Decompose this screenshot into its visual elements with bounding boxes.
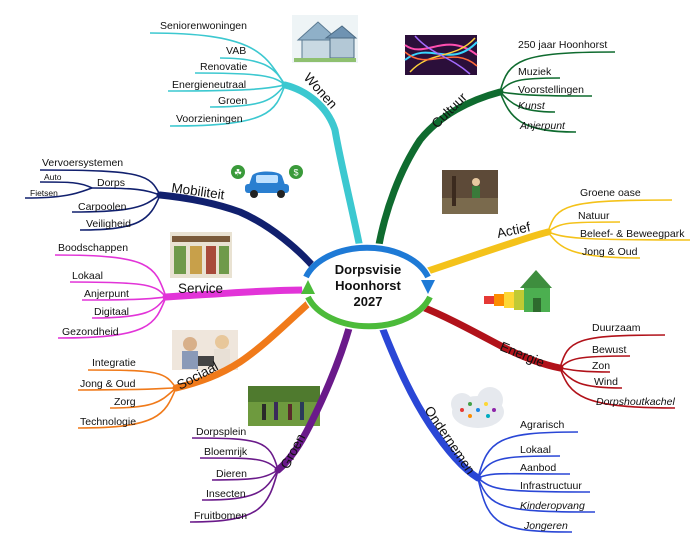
topic-label: Kunst bbox=[518, 100, 546, 112]
branch-title: Energie bbox=[498, 339, 547, 370]
topic-label: Jong & Oud bbox=[80, 378, 136, 390]
topic-label: Insecten bbox=[206, 488, 246, 500]
topic-label: Voorstellingen bbox=[518, 84, 584, 96]
topic-label: Voorzieningen bbox=[176, 113, 243, 125]
branch-energie: Energie Duurzaam Bewust Zon Wind Dorpsho… bbox=[416, 302, 675, 409]
topic-label: Lokaal bbox=[72, 270, 103, 282]
center-title-line2: Hoonhorst bbox=[335, 278, 401, 293]
branch-wonen: Wonen Seniorenwoningen VAB Renovatie Ene… bbox=[149, 20, 364, 252]
topic-label: Kinderopvang bbox=[520, 500, 585, 512]
svg-text:$: $ bbox=[293, 168, 298, 178]
topic-label: Zorg bbox=[114, 396, 136, 408]
forest-walk-photo bbox=[248, 386, 320, 426]
topic-label: Digitaal bbox=[94, 306, 129, 318]
topic-label: VAB bbox=[226, 45, 246, 57]
center-arrow-right bbox=[421, 280, 435, 294]
topic-label: Technologie bbox=[80, 416, 136, 428]
topic-label: Bloemrijk bbox=[204, 446, 248, 458]
topic-label: Dorps bbox=[97, 177, 125, 189]
people-photo bbox=[172, 330, 238, 370]
topic-label: Infrastructuur bbox=[520, 480, 582, 492]
topic-label: Anjerpunt bbox=[519, 120, 566, 132]
topic-label: Renovatie bbox=[200, 61, 247, 73]
topic-label: Groen bbox=[218, 95, 247, 107]
topic-label: Carpoolen bbox=[78, 201, 127, 213]
center-arrow-left bbox=[301, 280, 315, 294]
cloud-people-icon bbox=[451, 387, 504, 428]
topic-label: Natuur bbox=[578, 210, 610, 222]
subtopic-label: Fietsen bbox=[30, 188, 58, 198]
topic-label: Muziek bbox=[518, 66, 552, 78]
branch-actief: Actief Groene oase Natuur Beleef- & Bewe… bbox=[421, 187, 691, 276]
topic-label: Beleef- & Beweegpark bbox=[580, 228, 685, 240]
branch-line bbox=[172, 298, 314, 392]
shop-photo bbox=[170, 232, 232, 278]
topic-label: Dorpsplein bbox=[196, 426, 246, 438]
branch-mobiliteit: Mobiliteit Vervoersystemen Dorps Auto Fi… bbox=[24, 157, 322, 276]
topic-label: Energieneutraal bbox=[172, 79, 246, 91]
branch-line bbox=[156, 191, 322, 276]
branch-line bbox=[421, 228, 552, 276]
topic-label: Duurzaam bbox=[592, 322, 641, 334]
topic-label: Integratie bbox=[92, 357, 136, 369]
center-arc-bottom bbox=[305, 295, 433, 330]
topic-label: 250 jaar Hoonhorst bbox=[518, 39, 607, 51]
topic-label: Fruitbomen bbox=[194, 510, 247, 522]
electric-car-icon: ☘ $ bbox=[231, 165, 303, 198]
branch-title: Cultuur bbox=[429, 89, 471, 131]
branch-line bbox=[374, 88, 504, 254]
branch-service: Service Boodschappen Lokaal Anjerpunt Di… bbox=[54, 242, 312, 339]
topic-label: Seniorenwoningen bbox=[160, 20, 247, 32]
branch-title: Mobiliteit bbox=[171, 180, 226, 202]
topic-label: Vervoersystemen bbox=[42, 157, 123, 169]
topic-label: Wind bbox=[594, 376, 618, 388]
topic-label: Veiligheid bbox=[86, 218, 131, 230]
topic-label: Agrarisch bbox=[520, 419, 565, 431]
playground-photo bbox=[442, 170, 498, 214]
topic-label: Jongeren bbox=[523, 520, 568, 532]
topic-label: Gezondheid bbox=[62, 326, 119, 338]
topic-label: Bewust bbox=[592, 344, 627, 356]
center-arc-top bbox=[303, 244, 431, 279]
branch-line bbox=[274, 321, 354, 474]
houses-photo bbox=[292, 15, 358, 63]
branch-line bbox=[281, 81, 364, 252]
topic-label: Dieren bbox=[216, 468, 247, 480]
energy-label-house-icon bbox=[484, 270, 552, 312]
topic-label: Dorpshoutkachel bbox=[596, 396, 675, 408]
branch-title: Service bbox=[178, 281, 223, 296]
branch-line bbox=[416, 302, 564, 372]
topic-label: Jong & Oud bbox=[582, 246, 638, 258]
center-node: Dorpsvisie Hoonhorst 2027 bbox=[301, 243, 435, 331]
subtopic-label: Auto bbox=[44, 172, 62, 182]
topic-label: Zon bbox=[592, 360, 610, 372]
topic-label: Boodschappen bbox=[58, 242, 128, 254]
branch-title: Actief bbox=[496, 219, 532, 241]
branch-ondernemen: Ondernemen Agrarisch Lokaal Aanbod Infra… bbox=[376, 318, 596, 533]
branch-title: Groen bbox=[277, 431, 308, 471]
topic-label: Groene oase bbox=[580, 187, 641, 199]
topic-label: Anjerpunt bbox=[84, 288, 129, 300]
topic-label: Aanbod bbox=[520, 462, 556, 474]
center-title-line3: 2027 bbox=[354, 294, 383, 309]
colorful-lines-image bbox=[404, 35, 478, 75]
branch-line bbox=[376, 318, 482, 482]
center-title-line1: Dorpsvisie bbox=[335, 262, 401, 277]
svg-text:☘: ☘ bbox=[234, 168, 242, 178]
branch-line bbox=[162, 286, 312, 301]
topic-label: Lokaal bbox=[520, 444, 551, 456]
